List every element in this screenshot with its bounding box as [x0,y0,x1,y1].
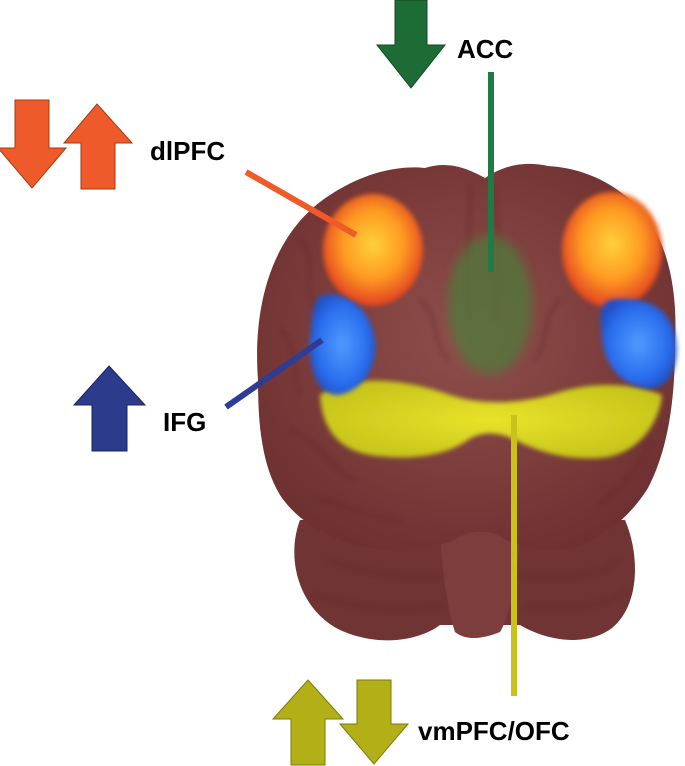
dlpfc-region-left [323,194,423,306]
acc-region [448,235,532,375]
ifg-label: IFG [163,407,206,437]
acc-down-arrow-icon [375,0,447,89]
ifg-up-arrow-icon [72,365,147,452]
brain-illustration [257,163,677,641]
ifg-region-left [309,294,376,395]
dlpfc-down-arrow-icon [0,99,68,189]
dlpfc-region-right [562,192,662,308]
ifg-leader-line [224,337,324,410]
dlpfc-up-arrow-icon [62,103,134,190]
acc-label: ACC [457,34,514,64]
vmpfc-ofc-label: vmPFC/OFC [418,716,570,746]
ifg-region-right [600,298,677,389]
brain-stem [440,530,520,638]
dlpfc-label: dlPFC [150,136,225,166]
dlpfc-leader-line [244,169,358,238]
vmpfc-ofc-down-arrow-icon [338,679,410,765]
vmpfc-ofc-region [320,380,662,459]
vmpfc-ofc-up-arrow-icon [271,679,345,766]
